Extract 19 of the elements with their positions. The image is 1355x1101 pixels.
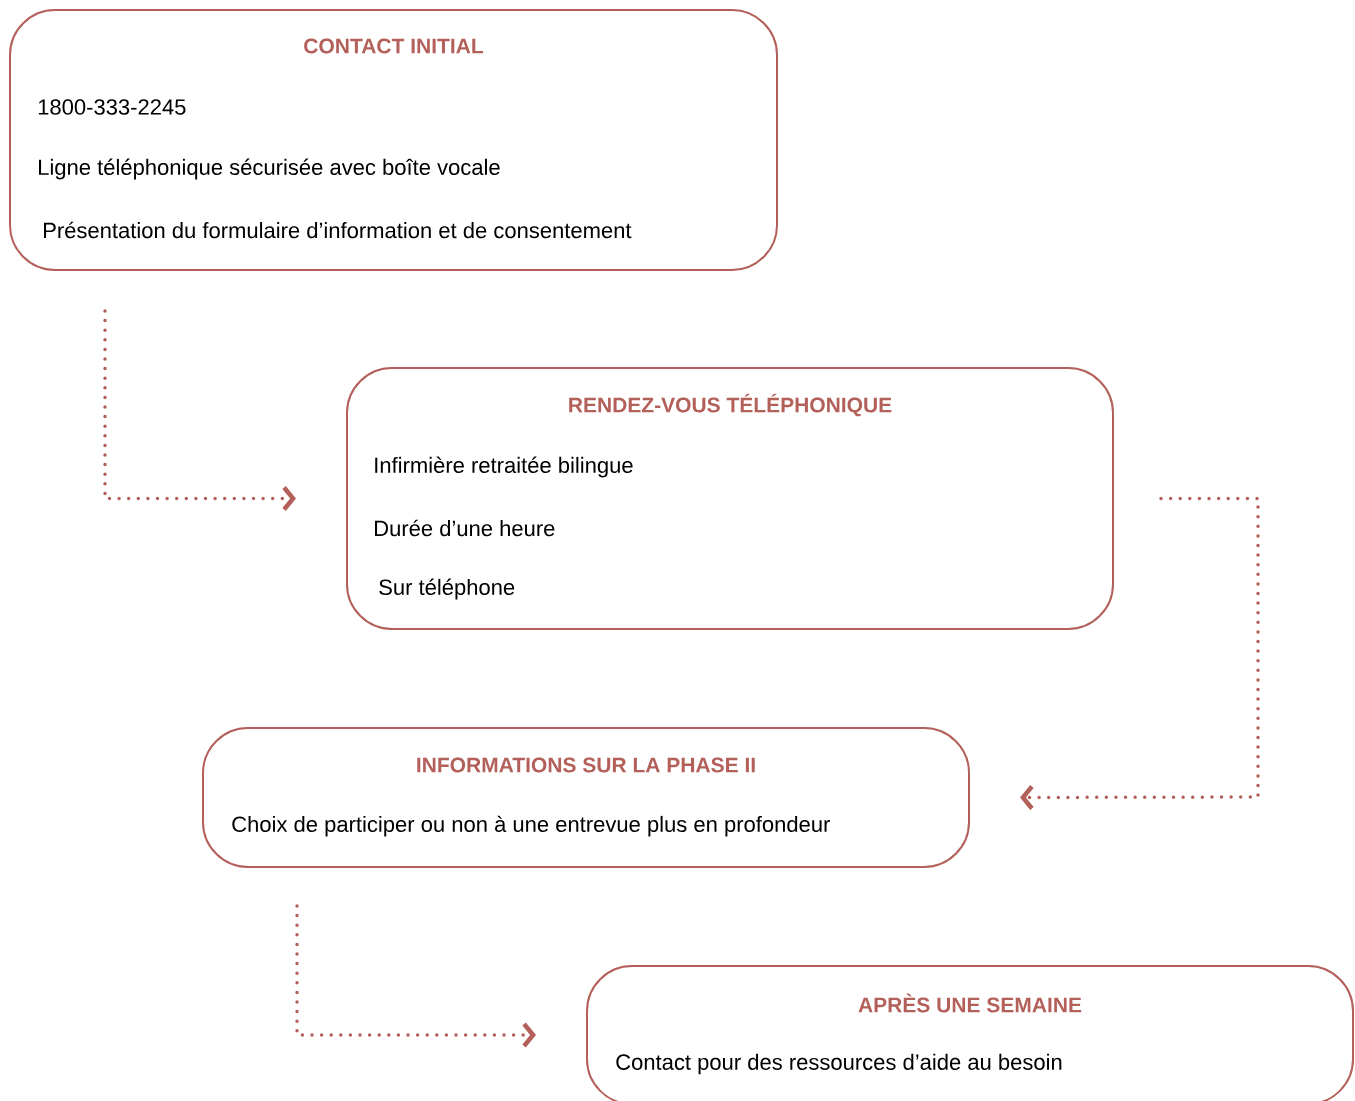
process-box [9, 9, 778, 271]
box-text: Contact pour des ressources d’aide au besoin [616, 1053, 1062, 1075]
box-text: Infirmière retraitée bilingue [375, 456, 633, 478]
process-box [586, 965, 1354, 1101]
arrow [1020, 496, 1260, 810]
box-text: Durée d’une heure [375, 519, 555, 537]
arrow [295, 904, 536, 1048]
box-heading: APRÈS UNE SEMAINE [858, 993, 1082, 1013]
box-text: Sur téléphone [379, 578, 515, 600]
arrow [103, 309, 296, 511]
box-text: Présentation du formulaire d’information et de consentement [44, 221, 632, 239]
box-text: Choix de participer ou non à une entrevue plus en profondeur [232, 815, 830, 837]
box-heading: RENDEZ-VOUS TÉLÉPHONIQUE [569, 393, 892, 417]
box-heading: INFORMATIONS SUR LA PHASE II [417, 757, 755, 773]
process-box [346, 367, 1114, 630]
box-text: 1800-333-2245 [38, 99, 186, 115]
process-box [202, 727, 970, 868]
box-heading: CONTACT INITIAL [304, 38, 484, 54]
box-text: Ligne téléphonique sécurisée avec boîte vocale [39, 158, 500, 180]
